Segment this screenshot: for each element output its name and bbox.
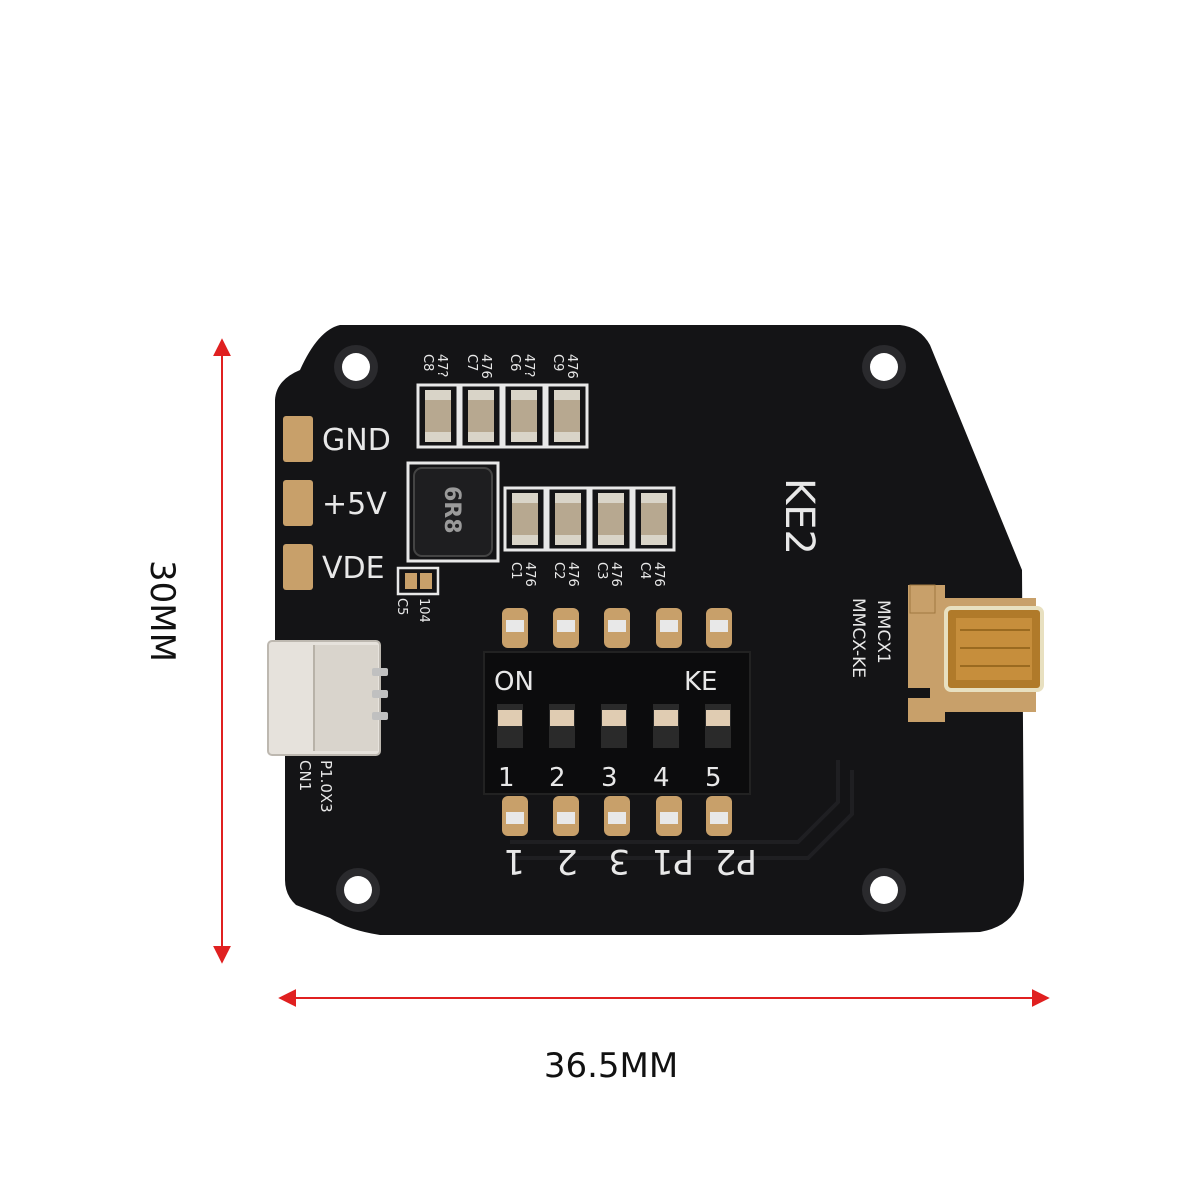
cap-val-c9: 476 <box>564 354 579 379</box>
dip-on-label: ON <box>494 667 534 697</box>
mounting-hole <box>862 868 906 912</box>
pcb-trace <box>510 760 840 844</box>
bottom-label-p1: P1 <box>652 841 694 881</box>
connector-part: P1.0X3 <box>317 760 335 813</box>
width-dimension-label: 36.5MM <box>543 1046 679 1086</box>
cap-val-c6: 47? <box>521 354 536 377</box>
pad-5v <box>283 480 313 526</box>
pad-label-gnd: GND <box>322 423 391 458</box>
capacitor-c3 <box>589 486 633 552</box>
capacitor-c5: C5 104 <box>394 566 440 623</box>
height-dimension-label: 30MM <box>142 560 182 662</box>
dip-number-2: 2 <box>549 763 566 793</box>
pcb-trace <box>510 770 854 860</box>
dip-brand-label: KE <box>684 667 717 697</box>
cap-ref-c7: C7 <box>464 354 479 371</box>
dip-pins-top <box>502 608 732 648</box>
dip-pins-bottom <box>502 796 732 836</box>
bottom-label-p2: P2 <box>715 841 757 881</box>
capacitor-c7 <box>459 383 503 449</box>
dip-number-3: 3 <box>601 763 618 793</box>
cap-ref-c1: C1 <box>508 562 523 579</box>
capacitor-c8 <box>416 383 460 449</box>
pad-gnd <box>283 416 313 462</box>
bottom-label-2: 2 <box>556 841 578 881</box>
pad-vde <box>283 544 313 590</box>
cap-val-c2: 476 <box>565 562 580 587</box>
cap-val-c4: 476 <box>651 562 666 587</box>
cap-ref-c4: C4 <box>637 562 652 579</box>
capacitor-c1 <box>503 486 547 552</box>
cap-val-c1: 476 <box>522 562 537 587</box>
mounting-hole <box>334 345 378 389</box>
dip-number-1: 1 <box>498 763 515 793</box>
svg-text:6R8: 6R8 <box>439 486 464 534</box>
cap-val-c8: 47? <box>434 354 449 377</box>
dip-number-5: 5 <box>705 763 722 793</box>
antenna-ref: MMCX1 <box>873 600 893 664</box>
mounting-hole <box>336 868 380 912</box>
cap-ref-c2: C2 <box>551 562 566 579</box>
cap-val-c3: 476 <box>608 562 623 587</box>
dip-switch: ON KE 1 2 3 4 5 <box>483 651 751 795</box>
board-mark: KE2 <box>776 478 822 555</box>
dip-number-4: 4 <box>653 763 670 793</box>
capacitor-c9 <box>545 383 589 449</box>
antenna-part: MMCX-KE <box>848 598 868 678</box>
cap-ref-c9: C9 <box>550 354 565 371</box>
inductor-6r8: 6R8 <box>406 461 500 563</box>
bottom-label-3: 3 <box>608 841 630 881</box>
svg-text:C5: C5 <box>394 598 409 615</box>
capacitor-c6 <box>502 383 546 449</box>
pad-label-5v: +5V <box>322 487 387 522</box>
pad-label-vde: VDE <box>322 551 385 586</box>
cap-ref-c6: C6 <box>507 354 522 371</box>
svg-text:104: 104 <box>416 598 431 623</box>
jst-connector <box>267 640 388 756</box>
bottom-label-1: 1 <box>503 841 525 881</box>
capacitor-c4 <box>632 486 676 552</box>
connector-ref: CN1 <box>296 760 314 791</box>
cap-val-c7: 476 <box>478 354 493 379</box>
cap-ref-c8: C8 <box>420 354 435 371</box>
cap-ref-c3: C3 <box>594 562 609 579</box>
mounting-hole <box>862 345 906 389</box>
capacitor-c2 <box>546 486 590 552</box>
mmcx-connector <box>908 584 1044 722</box>
